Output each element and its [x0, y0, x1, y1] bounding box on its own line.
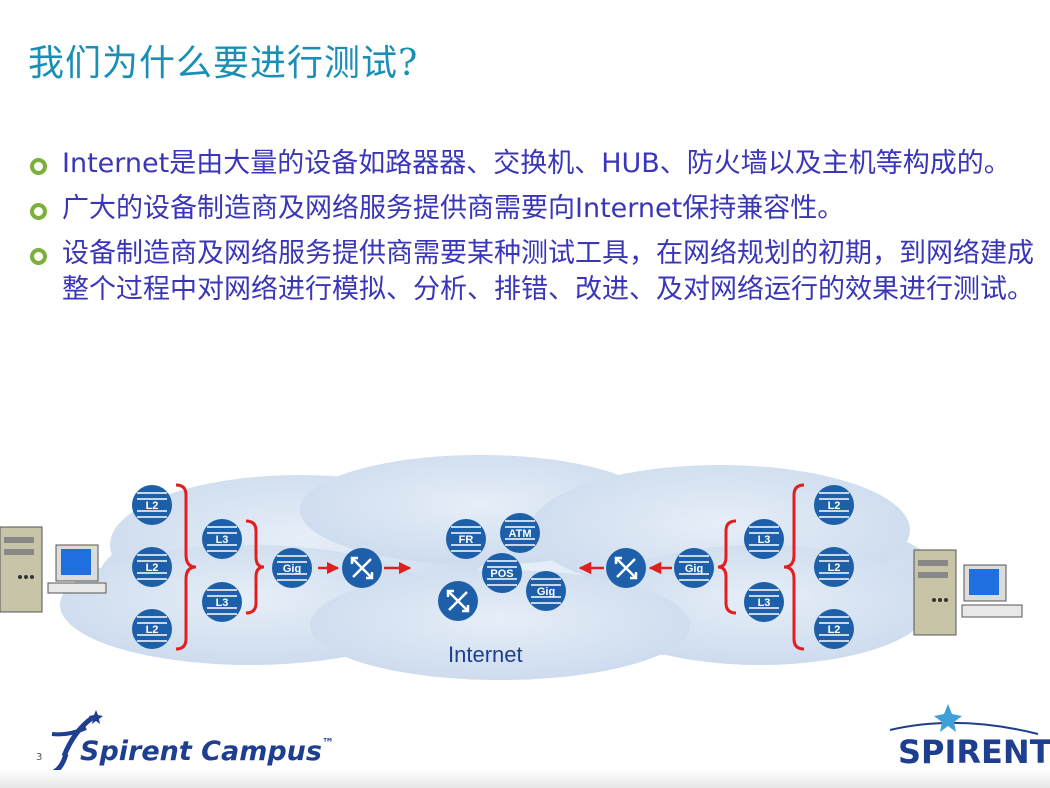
internet-cloud: [60, 455, 940, 680]
center-node-atm: ATM: [500, 513, 540, 553]
right-node-l3-top: L3: [744, 519, 784, 559]
cloud-label: Internet: [448, 642, 523, 667]
right-node-l2-mid-label: L2: [828, 562, 841, 574]
right-node-l2-bottom-label: L2: [828, 624, 841, 636]
right-inner-bracket: [717, 519, 737, 615]
left-node-l2-bottom-label: L2: [146, 624, 159, 636]
right-router-icon: [606, 548, 646, 588]
bullet-text: Internet是由大量的设备如路器器、交换机、HUB、防火墙以及主机等构成的。: [62, 148, 1011, 179]
left-node-l3-top-label: L3: [216, 534, 229, 546]
left-node-l3-bottom: L3: [202, 582, 242, 622]
right-node-l3-bottom: L3: [744, 582, 784, 622]
spirent-logo-text: SPIRENT: [898, 733, 1050, 771]
left-computer-icon: [0, 526, 107, 613]
left-node-l2-bottom: L2: [132, 609, 172, 649]
left-inner-bracket: [245, 519, 265, 615]
right-node-l2-bottom: L2: [814, 609, 854, 649]
center-router-icon: [438, 581, 478, 621]
left-node-l3-bottom-label: L3: [216, 597, 229, 609]
right-node-l2-top: L2: [814, 485, 854, 525]
left-node-l2-mid: L2: [132, 547, 172, 587]
center-node-atm-label: ATM: [508, 528, 531, 540]
bullet-icon: [30, 158, 47, 175]
right-computer-icon: [913, 549, 1023, 636]
bracket-group: [175, 483, 805, 651]
center-node-fr: FR: [446, 519, 486, 559]
bullet-item: Internet是由大量的设备如路器器、交换机、HUB、防火墙以及主机等构成的。: [30, 146, 1040, 182]
right-node-l2-top-label: L2: [828, 500, 841, 512]
left-node-gig-label: Gig: [283, 563, 301, 575]
right-node-gig: Gig: [674, 548, 714, 588]
bullet-text: 广大的设备制造商及网络服务提供商需要向Internet保持兼容性。: [62, 193, 845, 224]
bullet-text: 设备制造商及网络服务提供商需要某种测试工具，在网络规划的初期，到网络建成整个过程…: [62, 238, 1034, 305]
slide-title: 我们为什么要进行测试?: [28, 43, 419, 84]
left-router-icon: [342, 548, 382, 588]
left-node-l2-mid-label: L2: [146, 562, 159, 574]
spirent-star-logo-icon: [889, 704, 1039, 735]
center-node-pos: POS: [482, 553, 522, 593]
bullet-icon: [30, 203, 47, 220]
center-node-gig: Gig: [526, 571, 566, 611]
spirent-campus-logo: Spirent Campus™: [80, 736, 334, 767]
center-node-pos-label: POS: [490, 568, 513, 580]
right-node-l3-top-label: L3: [758, 534, 771, 546]
left-node-l3-top: L3: [202, 519, 242, 559]
left-node-l2-top-label: L2: [146, 500, 159, 512]
bullet-item: 设备制造商及网络服务提供商需要某种测试工具，在网络规划的初期，到网络建成整个过程…: [30, 236, 1040, 308]
left-node-l2-top: L2: [132, 485, 172, 525]
trademark-mark: ™: [321, 736, 334, 750]
bullet-list: Internet是由大量的设备如路器器、交换机、HUB、防火墙以及主机等构成的。…: [30, 146, 1040, 317]
right-node-l2-mid: L2: [814, 547, 854, 587]
footer-bar: [0, 770, 1050, 788]
right-node-gig-label: Gig: [685, 563, 703, 575]
right-node-l3-bottom-label: L3: [758, 597, 771, 609]
left-node-gig: Gig: [272, 548, 312, 588]
right-outer-bracket: [783, 483, 805, 651]
bullet-icon: [30, 248, 47, 265]
center-node-fr-label: FR: [459, 534, 474, 546]
bullet-item: 广大的设备制造商及网络服务提供商需要向Internet保持兼容性。: [30, 191, 1040, 227]
page-number: 3: [36, 752, 43, 763]
campus-logo-text: Spirent Campus: [80, 736, 322, 767]
left-outer-bracket: [175, 483, 197, 651]
center-node-gig-label: Gig: [537, 586, 555, 598]
